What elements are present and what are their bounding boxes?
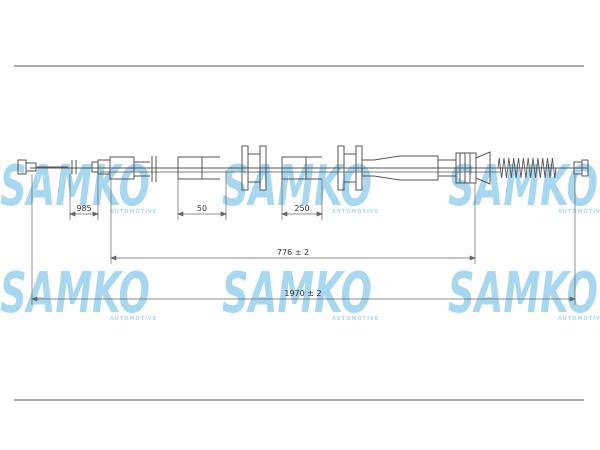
watermark-logo: SAMKO xyxy=(222,261,372,326)
return-spring xyxy=(497,157,574,179)
dim-label-1970: 1970 ± 2 xyxy=(284,289,321,298)
watermark-logo: SAMKO xyxy=(448,261,598,326)
grommet-2 xyxy=(337,145,363,191)
watermark-tagline: AUTOMOTIVE xyxy=(110,209,157,215)
dimension-lines xyxy=(31,211,576,302)
dim-label-985: 985 xyxy=(76,204,91,213)
watermark-tagline: AUTOMOTIVE xyxy=(110,316,157,322)
right-end-fitting xyxy=(573,159,589,177)
dim-label-50: 50 xyxy=(197,204,207,213)
watermark-logo: SAMKO xyxy=(222,154,372,219)
watermark-tagline: AUTOMOTIVE xyxy=(558,316,600,322)
sleeve-3 xyxy=(281,156,322,180)
watermark-logo: SAMKO xyxy=(0,261,150,326)
watermark-tagline: AUTOMOTIVE xyxy=(332,209,379,215)
extension-lines xyxy=(31,170,576,305)
left-end-fitting xyxy=(17,159,77,175)
dim-label-776: 776 ± 2 xyxy=(277,248,309,257)
grommet-1 xyxy=(241,145,267,191)
dim-label-250: 250 xyxy=(294,204,309,213)
conduit-end xyxy=(362,152,477,184)
watermark-tagline: AUTOMOTIVE xyxy=(332,316,379,322)
sleeve-1 xyxy=(109,156,157,182)
watermark-logo: SAMKO xyxy=(0,154,150,219)
watermark-tagline: AUTOMOTIVE xyxy=(558,209,600,215)
sleeve-2 xyxy=(177,156,220,180)
bracket xyxy=(475,151,491,185)
